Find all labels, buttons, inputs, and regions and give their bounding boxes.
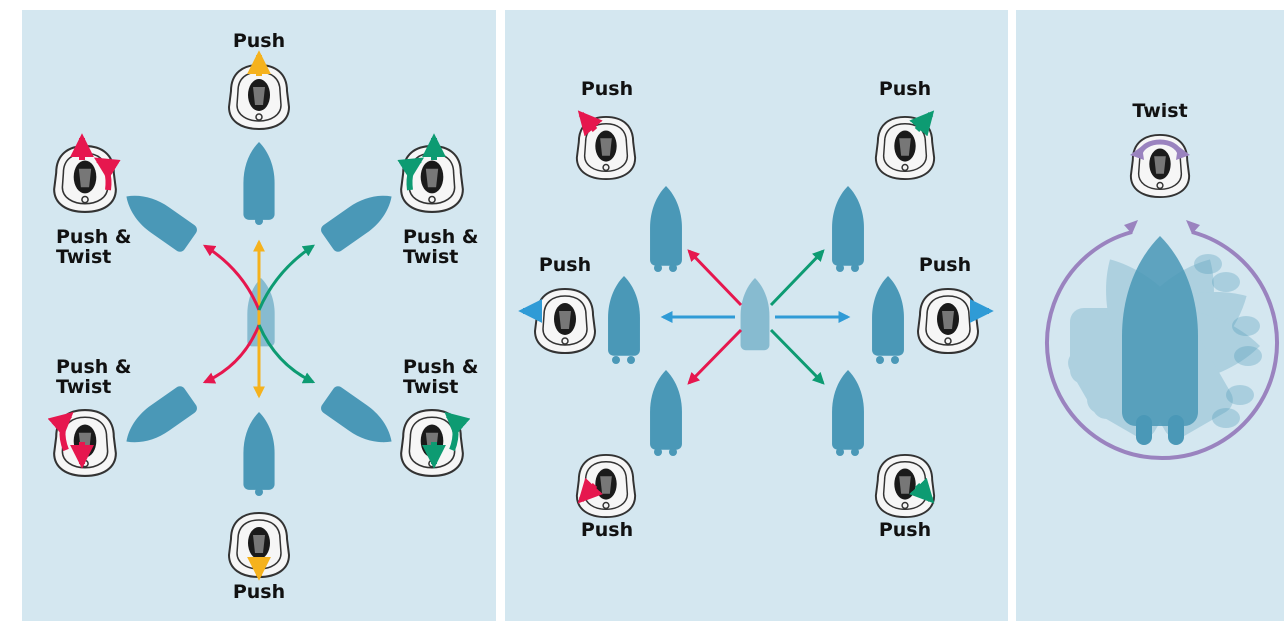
label-push-upper-left: Push (580, 78, 634, 100)
label-push-bottom: Push (232, 581, 286, 603)
boat-forward (243, 142, 275, 220)
boat-lower-left (650, 370, 682, 456)
joystick-bottom (228, 512, 290, 581)
joystick-bottom-left (47, 409, 117, 477)
joystick-upper-right (874, 110, 936, 181)
backward-right-arrow (257, 324, 316, 384)
rotated-pod-ghosts (1194, 254, 1262, 428)
boat-forward-right (318, 183, 401, 254)
forward-left-arrow (202, 244, 261, 311)
down-right-arrow (769, 328, 825, 385)
up-right-arrow (769, 249, 825, 307)
panel-push-lateral: Push Push Push Push Push Push (505, 10, 1008, 621)
joystick-left (518, 288, 596, 354)
boat-backward-right (318, 384, 401, 455)
joystick-lower-right (874, 453, 936, 519)
center-boat-2 (740, 278, 770, 351)
joystick-right (917, 288, 994, 354)
panel-twist-rotate: Twist (1016, 10, 1284, 621)
joystick-lower-left (575, 453, 637, 519)
label-push-twist-top-left: Push & Twist (56, 226, 132, 268)
main-boat (1122, 236, 1198, 426)
boat-left (608, 276, 640, 364)
boat-lower-right (832, 370, 864, 456)
label-twist: Twist (1132, 100, 1188, 122)
label-push-right: Push (918, 254, 972, 276)
label-push-twist-bottom-left: Push & Twist (56, 356, 132, 398)
label-push-upper-right: Push (878, 78, 932, 100)
forward-right-arrow (257, 244, 315, 311)
panel-1-drawing (47, 50, 471, 581)
panel-2-drawing (518, 110, 994, 519)
backward-left-arrow (202, 324, 261, 384)
boat-upper-left (650, 186, 682, 272)
boat-upper-right (832, 186, 864, 272)
joystick-twist (1129, 133, 1191, 199)
joystick-top-right (397, 133, 464, 213)
label-push-top: Push (232, 30, 286, 52)
label-push-lower-left: Push (580, 519, 634, 541)
joystick-upper-left (575, 110, 637, 181)
panel-push-and-twist: Push Push Push & Twist Push & Twist Push… (22, 10, 496, 621)
joystick-top (228, 50, 290, 130)
up-left-arrow (687, 249, 743, 307)
label-push-twist-top-right: Push & Twist (403, 226, 479, 268)
panel-3-drawing (1045, 133, 1279, 460)
rotation-arc (1045, 230, 1279, 460)
boat-backward (243, 412, 275, 490)
boat-right (872, 276, 904, 364)
label-push-twist-bottom-right: Push & Twist (403, 356, 479, 398)
label-push-left: Push (538, 254, 592, 276)
down-left-arrow (687, 328, 743, 385)
engine-pod-right (1168, 415, 1184, 445)
joystick-top-left (53, 133, 121, 213)
label-push-lower-right: Push (878, 519, 932, 541)
joystick-bottom-right (400, 409, 471, 477)
engine-pod-left (1136, 415, 1152, 445)
